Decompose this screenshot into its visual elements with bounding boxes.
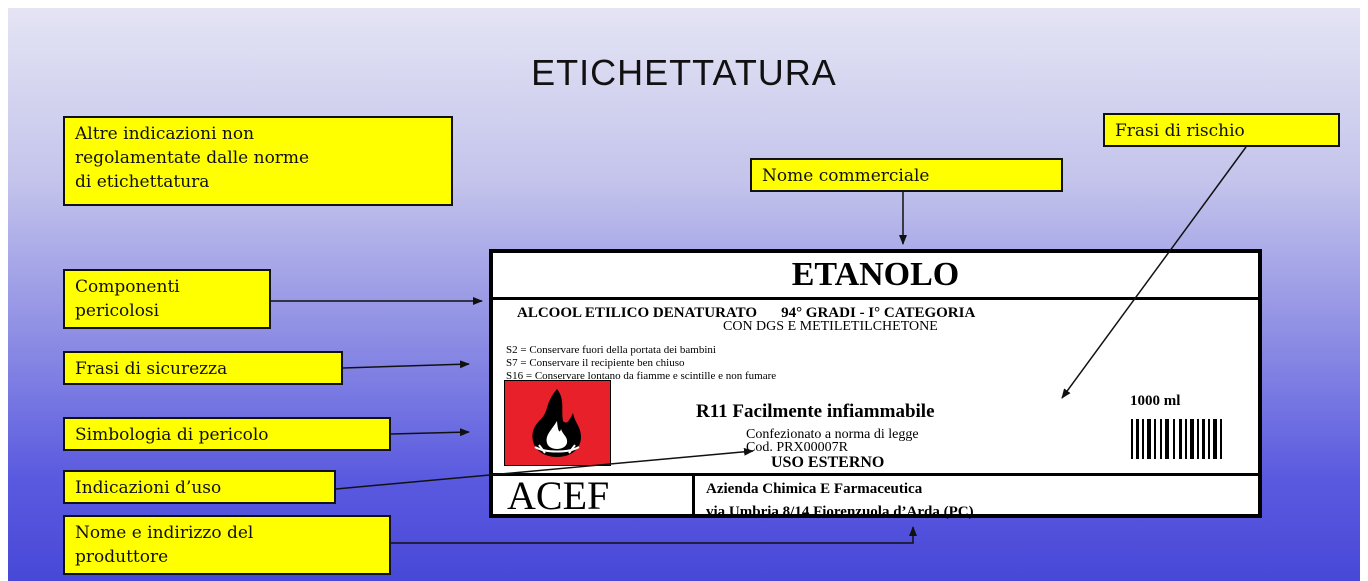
callout-line: Altre indicazioni non [75, 124, 255, 144]
callout-line: Nome e indirizzo del [75, 523, 254, 543]
slide: ETICHETTATURA Altre indicazioni non rego… [8, 8, 1360, 581]
callout-line: pericolosi [75, 301, 160, 321]
callout-altre-indicazioni: Altre indicazioni non regolamentate dall… [63, 116, 453, 206]
barcode [1131, 419, 1222, 459]
footer-divider [493, 473, 1258, 476]
arrow-produttore [391, 526, 917, 544]
safety-phrase: S2 = Conservare fuori della portata dei … [506, 344, 716, 356]
product-label: ETANOLO ALCOOL ETILICO DENATURATO 94° GRA… [489, 249, 1262, 520]
callout-indicazioni-uso: Indicazioni d’uso [63, 470, 336, 504]
product-name: ETANOLO [493, 253, 1258, 300]
safety-phrase: S7 = Conservare il recipiente ben chiuso [506, 357, 685, 369]
flame-icon [532, 389, 581, 457]
callout-nome-commerciale: Nome commerciale [750, 158, 1063, 192]
composition-name: ALCOOL ETILICO DENATURATO [517, 305, 758, 321]
safety-phrase: S16 = Conservare lontano da fiamme e sci… [506, 370, 777, 382]
packaging-code: Cod. PRX00007R [746, 440, 848, 455]
composition-grade: 94° GRADI - I° CATEGORIA [781, 305, 976, 321]
slide-title: ETICHETTATURA [531, 52, 837, 93]
callout-nome-indirizzo-produttore: Nome e indirizzo del produttore [63, 515, 391, 575]
packaging-line: Confezionato a norma di legge [746, 427, 919, 442]
footer-column-divider [692, 473, 695, 518]
callout-line: regolamentate dalle norme [75, 148, 310, 168]
quantity: 1000 ml [1130, 393, 1181, 409]
risk-phrase: R11 Facilmente infiammabile [696, 401, 935, 422]
callout-line: Componenti [75, 277, 180, 297]
callout-line: di etichettatura [75, 172, 210, 192]
arrow-frasi-sicurezza [342, 360, 470, 369]
use-indication: USO ESTERNO [771, 454, 885, 471]
callout-simbologia-pericolo: Simbologia di pericolo [63, 417, 391, 451]
callout-line: produttore [75, 547, 169, 567]
flammable-hazard-symbol [504, 380, 611, 466]
callout-componenti-pericolosi: Componenti pericolosi [63, 269, 271, 329]
composition-line: ALCOOL ETILICO DENATURATO 94° GRADI - I° … [517, 305, 975, 322]
manufacturer-address: via Umbria 8/14 Fiorenzuola d’Arda (PC) [706, 504, 974, 520]
manufacturer-name: Azienda Chimica E Farmaceutica [706, 481, 923, 497]
brand-logo-text: ACEF [507, 473, 610, 518]
arrow-simbologia [390, 428, 470, 437]
packaging-info: Confezionato a norma di legge Cod. PRX00… [746, 427, 919, 455]
composition-subline: CON DGS E METILETILCHETONE [723, 319, 938, 334]
callout-frasi-rischio: Frasi di rischio [1103, 113, 1340, 147]
callout-frasi-sicurezza: Frasi di sicurezza [63, 351, 343, 385]
